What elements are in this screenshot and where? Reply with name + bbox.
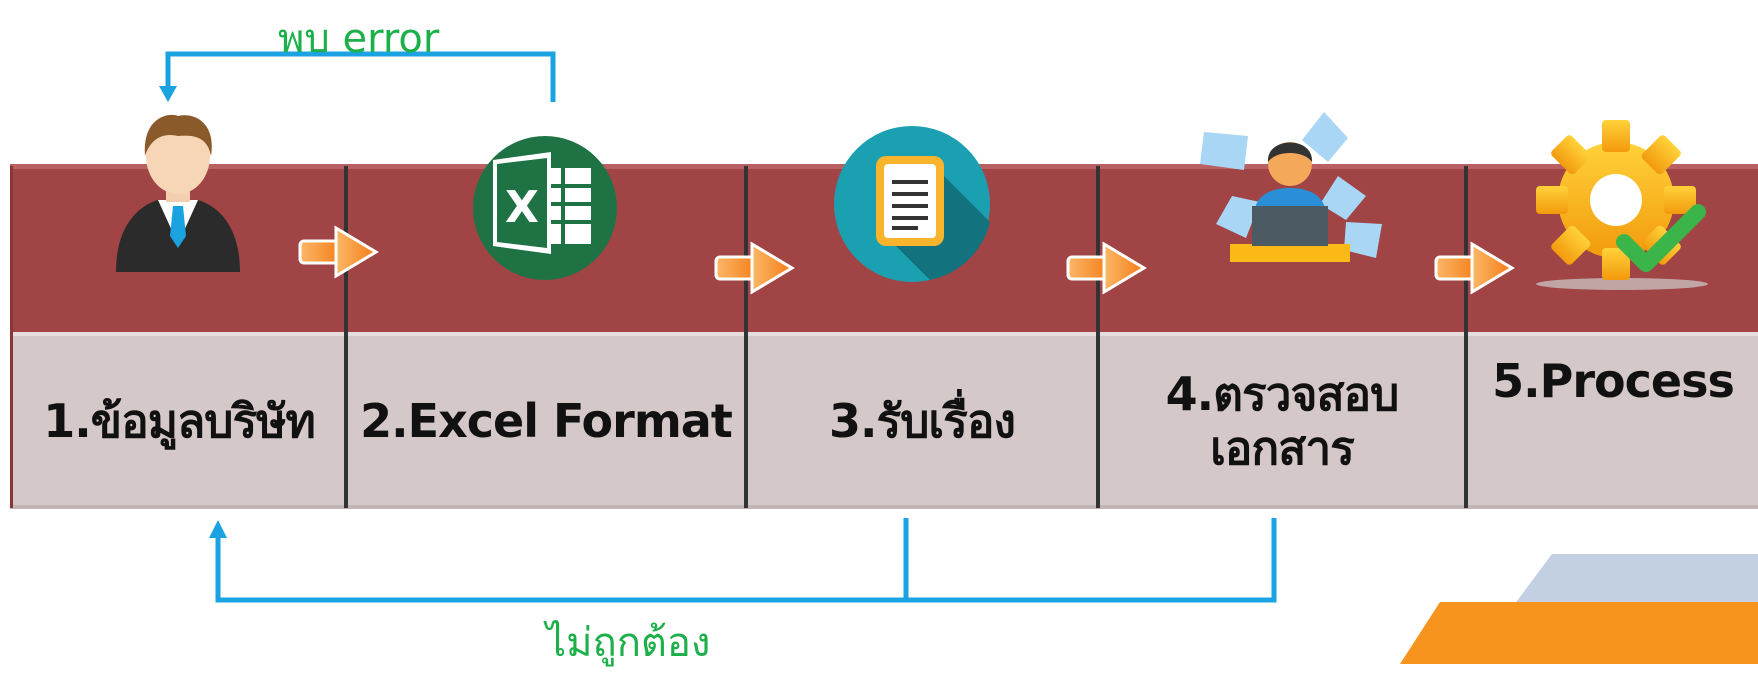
excel-icon: X (473, 136, 617, 280)
bottom-feedback-label: ไม่ถูกต้อง (546, 620, 711, 666)
top-feedback-arrowhead (159, 86, 177, 102)
step-5-label: 5.Process (1468, 334, 1758, 508)
step-2-label: 2.Excel Format (348, 334, 744, 508)
step-3-label-line-1: 3.รับเรื่อง (829, 394, 1016, 448)
label-band-top-edge (10, 332, 1758, 336)
bottom-feedback-connector (215, 518, 1277, 603)
divider-1 (344, 166, 348, 508)
top-feedback-label: พบ error (278, 16, 440, 62)
step-arrow-4 (1434, 241, 1515, 295)
document-icon (834, 126, 990, 282)
step-arrow-1 (298, 225, 379, 279)
top-feedback-connector (165, 51, 556, 102)
step-arrow-2 (714, 241, 795, 295)
divider-3 (1096, 166, 1100, 508)
reviewer-at-desk-icon (1200, 112, 1382, 262)
label-band-bottom-edge (10, 505, 1758, 509)
svg-text:X: X (505, 182, 539, 233)
businessman-icon (116, 114, 240, 272)
step-4-label-line-1: 4.ตรวจสอบ (1165, 367, 1400, 421)
step-2-label-line-1: 2.Excel Format (360, 394, 733, 448)
step-4-label: 4.ตรวจสอบ เอกสาร (1100, 334, 1464, 508)
step-1-label-line-1: 1.ข้อมูลบริษัท (43, 394, 316, 448)
divider-4 (1464, 166, 1468, 508)
corner-accent-orange (1400, 602, 1758, 664)
column-dividers (344, 166, 1468, 508)
gear-check-icon (1536, 120, 1708, 290)
step-arrows (298, 225, 1515, 295)
bottom-feedback-arrowhead (209, 520, 227, 538)
step-arrow-3 (1066, 241, 1147, 295)
step-4-label-line-2: เอกสาร (1210, 421, 1355, 475)
left-edge (10, 166, 13, 508)
step-1-label: 1.ข้อมูลบริษัท (14, 334, 344, 508)
step-3-label: 3.รับเรื่อง (748, 334, 1096, 508)
divider-2 (744, 166, 748, 508)
step-5-label-line-1: 5.Process (1492, 354, 1735, 408)
